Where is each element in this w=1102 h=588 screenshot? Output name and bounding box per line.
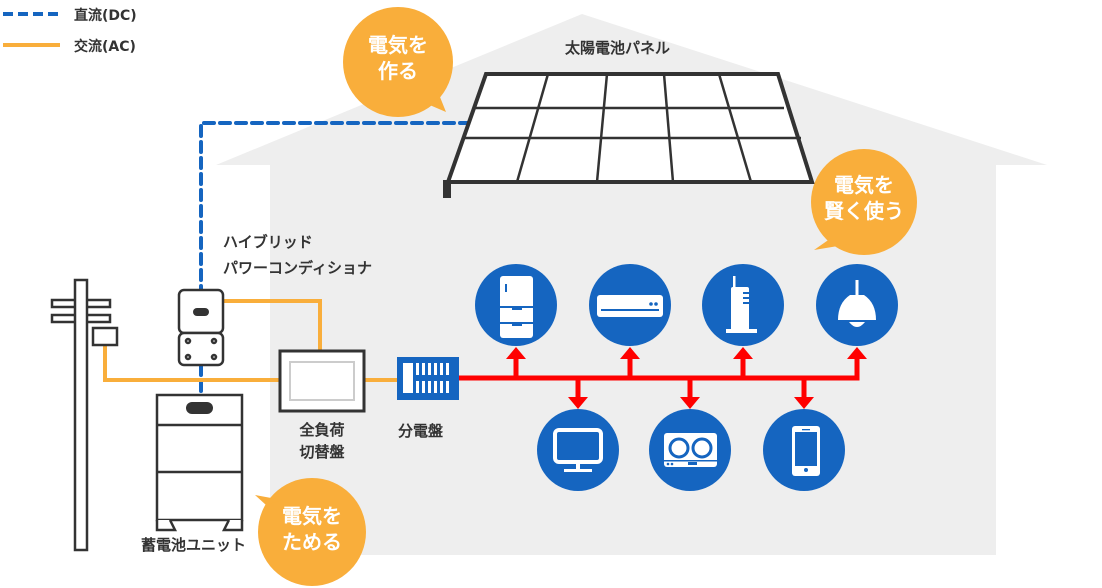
bubble-make <box>343 7 453 117</box>
distribution-lines <box>459 358 860 398</box>
utility-pole <box>50 278 119 552</box>
pendant-lamp-icon <box>816 264 898 346</box>
smartphone-icon <box>763 409 845 491</box>
bubble-make-line2: 作る <box>378 59 418 83</box>
distribution-arrows <box>506 347 867 409</box>
inverter-label-line1: ハイブリッド <box>223 233 313 251</box>
television-icon <box>537 409 619 491</box>
ih-cooktop-icon <box>649 409 731 491</box>
bubble-store-line1: 電気を <box>282 504 342 528</box>
bubble-use <box>811 149 917 255</box>
cordless-phone-icon <box>702 264 784 346</box>
transfer-switch <box>278 349 366 413</box>
solar-panel <box>443 72 815 198</box>
hybrid-inverter <box>177 288 225 367</box>
bubble-use-text: 電気を 賢く使う <box>809 172 919 224</box>
legend-ac-label: 交流(AC) <box>74 39 136 55</box>
solar-panel-label: 太陽電池パネル <box>565 39 671 57</box>
distribution-board <box>397 357 459 400</box>
ac-lines <box>103 299 397 382</box>
bubble-store-text: 電気を ためる <box>257 503 367 555</box>
legend-dc-label: 直流(DC) <box>74 8 137 24</box>
bubble-make-text: 電気を 作る <box>343 32 453 84</box>
air-conditioner-icon <box>589 264 671 346</box>
transfer-switch-label-line2: 切替盤 <box>299 443 345 461</box>
battery-unit <box>155 393 244 532</box>
bubble-store-line2: ためる <box>282 530 342 554</box>
transfer-switch-label-line1: 全負荷 <box>299 421 345 439</box>
distribution-board-label: 分電盤 <box>398 422 444 440</box>
bubble-use-line1: 電気を <box>834 173 894 197</box>
refrigerator-icon <box>475 264 557 346</box>
inverter-label-line2: パワーコンディショナ <box>223 259 372 277</box>
battery-label: 蓄電池ユニット <box>141 536 247 554</box>
bubble-store <box>255 478 366 586</box>
bubble-make-line1: 電気を <box>368 33 428 57</box>
bubble-use-line2: 賢く使う <box>824 199 904 223</box>
